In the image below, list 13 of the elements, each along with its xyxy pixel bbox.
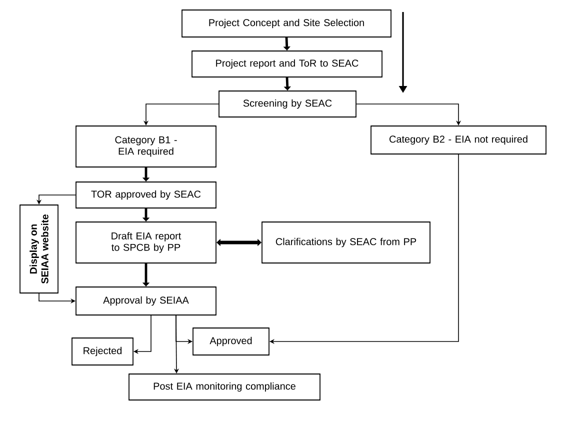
process-box: Screening by SEAC: [218, 90, 356, 118]
process-box: Rejected: [72, 338, 134, 366]
process-box: Project Concept and Site Selection: [182, 10, 392, 38]
process-box: Approved: [192, 328, 270, 356]
process-box: Display on SEIAA website: [20, 204, 58, 294]
process-box: Clarifications by SEAC from PP: [262, 222, 430, 264]
process-box: Project report and ToR to SEAC: [192, 50, 382, 78]
process-box: Post EIA monitoring compliance: [128, 374, 320, 400]
process-box: Category B1 - EIA required: [76, 126, 216, 168]
process-box: Draft EIA report to SPCB by PP: [76, 222, 216, 264]
process-box: Category B2 - EIA not required: [370, 126, 546, 154]
process-box: Approval by SEIAA: [76, 286, 216, 316]
process-box: TOR approved by SEAC: [76, 182, 216, 208]
